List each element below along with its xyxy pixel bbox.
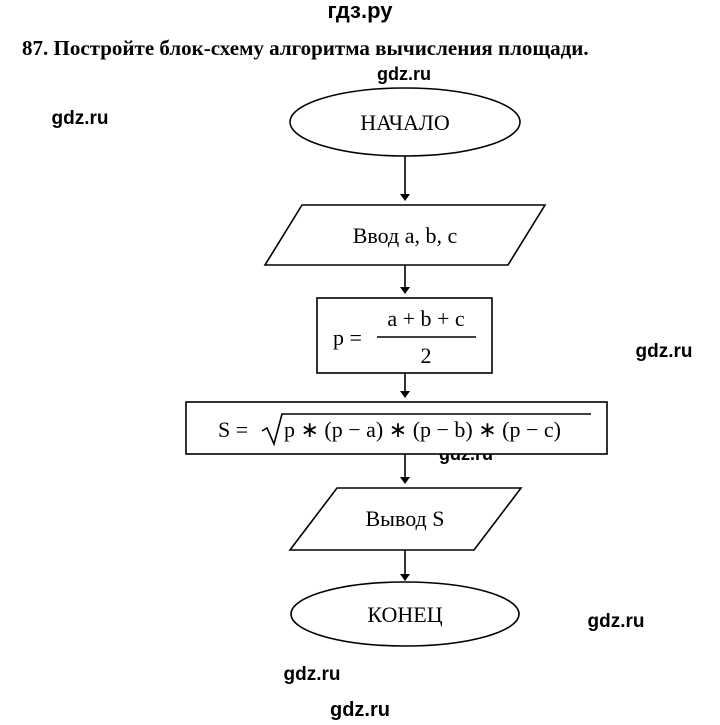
output-label: Вывод S xyxy=(366,506,445,531)
watermark: gdz.ru xyxy=(330,699,390,721)
start-label: НАЧАЛО xyxy=(360,110,449,135)
input-label: Ввод a, b, c xyxy=(353,223,458,248)
calc-s-block xyxy=(185,401,608,455)
watermark: gdz.ru xyxy=(284,664,341,685)
output-block xyxy=(288,487,523,551)
input-block xyxy=(263,204,547,266)
watermark: gdz.ru xyxy=(636,341,693,362)
watermark: gdz.ru xyxy=(377,64,431,84)
calc-p-lhs: p = xyxy=(333,325,362,350)
calc-s-radicand: p ∗ (p − a) ∗ (p − b) ∗ (p − c) xyxy=(284,417,561,442)
calc-p-denominator: 2 xyxy=(421,343,432,368)
sqrt-sign xyxy=(261,413,591,447)
watermark: gdz.ru xyxy=(588,611,645,632)
calc-s-lhs: S = xyxy=(218,417,248,442)
watermark: gdz.ru xyxy=(52,108,109,129)
calc-p-numerator: a + b + c xyxy=(387,306,465,331)
site-header: гдз.ру xyxy=(328,0,394,23)
task-title: 87. Постройте блок-схему алгоритма вычис… xyxy=(22,36,589,60)
end-label: КОНЕЦ xyxy=(367,602,442,627)
end-terminator xyxy=(290,581,520,647)
